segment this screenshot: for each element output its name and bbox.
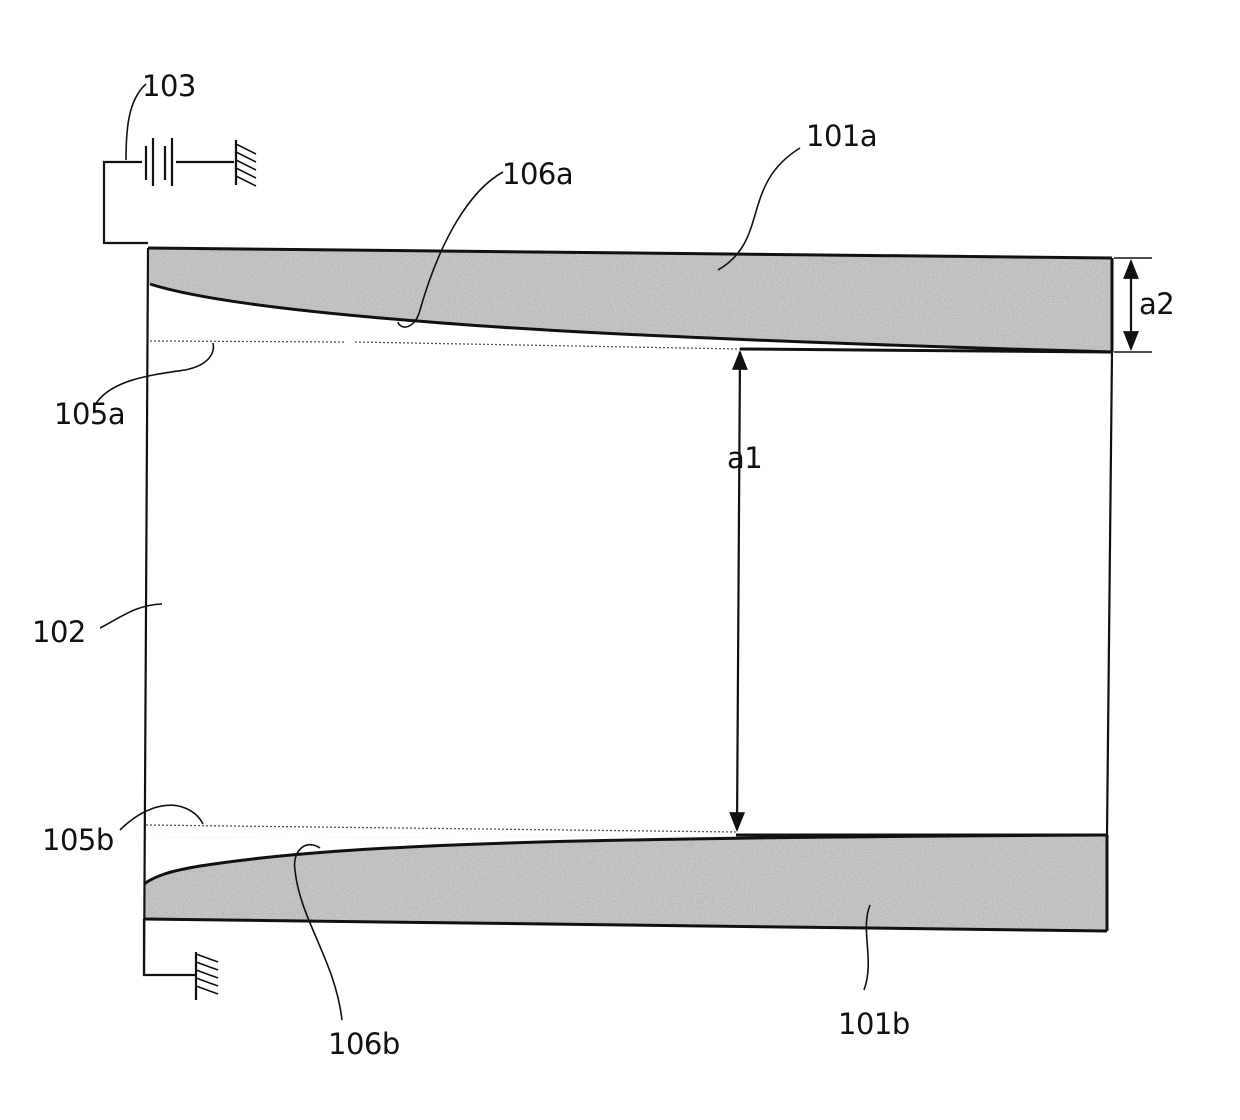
label-top-plate: 101a [806,119,877,153]
label-top-surface: 106a [502,157,573,191]
label-chamber: 102 [32,615,86,649]
leader-102 [100,604,162,628]
gap-dimension-arrow [737,352,740,830]
leader-101a [718,148,800,270]
bottom-reference-line [146,825,736,832]
leader-105a [95,343,213,405]
label-bottom-plate: 101b [838,1007,910,1041]
label-gap: a1 [727,441,762,475]
label-thickness: a2 [1139,287,1174,321]
label-bottom-reference: 105b [42,823,114,857]
top-electrode-plate [148,248,1112,352]
label-bottom-surface: 106b [328,1027,400,1061]
leader-105b [120,805,203,830]
power-source [104,138,234,243]
bottom-electrode-plate [144,835,1107,931]
bottom-ground-icon [144,919,218,1000]
label-top-reference: 105a [54,397,125,431]
top-ground-icon [236,140,256,186]
label-power-source: 103 [142,69,196,103]
